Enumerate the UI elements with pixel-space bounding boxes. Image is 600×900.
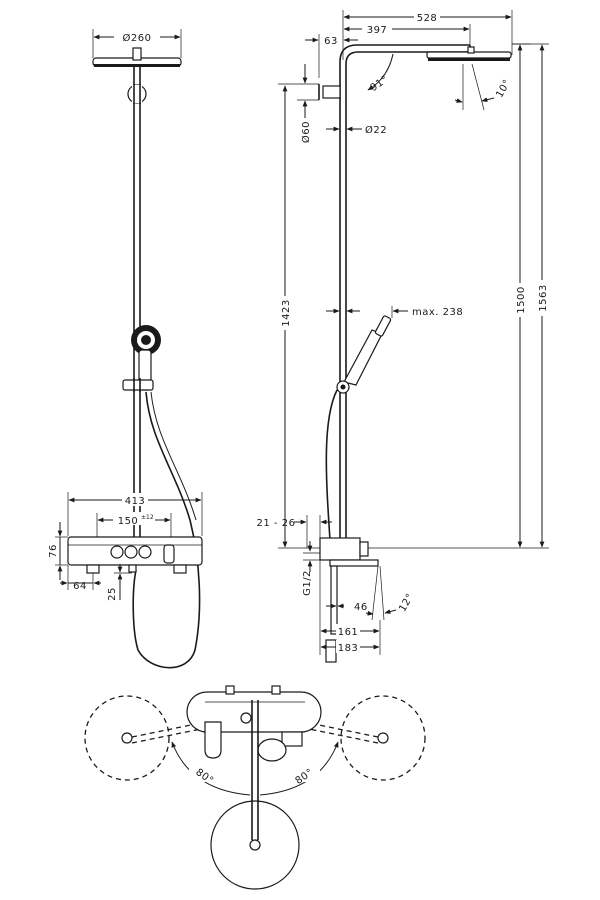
connection-thread-label: G1/2: [302, 570, 313, 596]
inlet-right: [173, 564, 187, 574]
side-view: 528 397 63 91° 10°: [257, 10, 549, 663]
handshower-max-label: max. 238: [412, 307, 463, 318]
hand-shower-side: [343, 329, 383, 386]
overall-height-label: 1563: [538, 284, 549, 311]
arm-angle-label: 91°: [369, 74, 391, 94]
hose-side: [325, 389, 338, 541]
thermostat-knob-top: [204, 721, 222, 759]
shower-arm: [339, 44, 470, 548]
panel-height-label: 76: [48, 544, 59, 558]
mixer-body-side: [319, 537, 361, 561]
body-projection-label: 183: [338, 643, 359, 654]
thermostat-knob: [163, 544, 175, 564]
spout-depth-label: 46: [354, 602, 368, 613]
panel-width-label: 413: [125, 496, 146, 507]
top-view: 80° 80°: [84, 685, 426, 890]
bracket-diameter-label: Ø60: [300, 121, 312, 143]
function-button-3: [138, 545, 152, 559]
shower-hose: [132, 391, 201, 669]
pipe-diameter-label: Ø22: [365, 124, 387, 136]
head-height-label: 1500: [516, 286, 527, 313]
function-button-2: [124, 545, 138, 559]
slide-holder: [122, 379, 154, 391]
wall-offset-label: 63: [324, 36, 338, 47]
spout-side: [329, 559, 379, 567]
control-spacing-label: 150: [118, 516, 139, 527]
arm-reach-label: 397: [367, 25, 388, 36]
arm-length-label: 528: [417, 13, 438, 24]
swivel-position-left: [84, 695, 170, 781]
inlet-left: [86, 564, 100, 574]
outlet-depth-label: 25: [107, 587, 118, 601]
head-tilt-label: 10°: [494, 78, 513, 100]
spout-projection-label: 161: [338, 627, 359, 638]
bracket-side: [322, 85, 341, 99]
arm-angle-arc: [367, 53, 394, 91]
swivel-position-right: [340, 695, 426, 781]
spout-angle-label: 12°: [397, 592, 416, 614]
riser-height-label: 1423: [281, 299, 292, 326]
control-spacing-tolerance: ±12: [141, 514, 154, 521]
wall-distance-label: 21 - 26: [257, 518, 296, 529]
head-diameter-label: Ø260: [123, 32, 152, 44]
front-view: Ø260 413 150 ±12: [48, 29, 203, 669]
spout-top: [257, 738, 287, 762]
function-button-1: [110, 545, 124, 559]
outlet-offset-label: 64: [73, 581, 87, 592]
